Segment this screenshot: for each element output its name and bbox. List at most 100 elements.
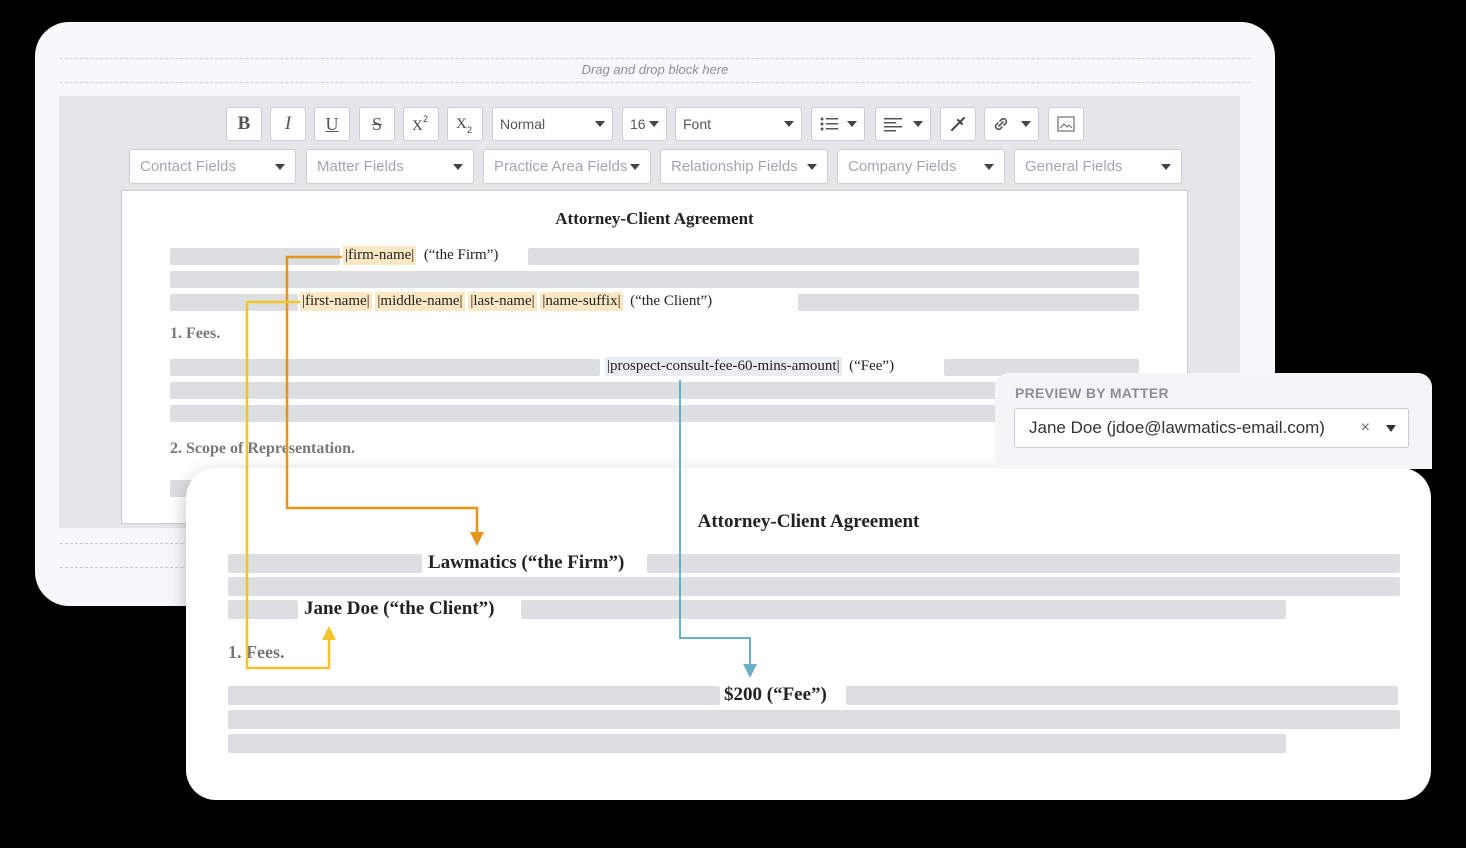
middle-name-token[interactable]: |middle-name| xyxy=(375,292,465,311)
chevron-down-icon xyxy=(649,121,659,127)
clear-icon[interactable]: × xyxy=(1360,419,1370,436)
placeholder-text-line xyxy=(798,294,1139,311)
firm-name-token[interactable]: |firm-name| xyxy=(343,246,417,265)
underline-button[interactable]: U xyxy=(314,107,350,141)
font-family-value: Font xyxy=(683,116,712,132)
chevron-down-icon xyxy=(453,163,463,170)
general-fields-dropdown[interactable]: General Fields xyxy=(1014,149,1182,184)
chevron-down-icon xyxy=(847,121,857,127)
chevron-down-icon xyxy=(784,121,794,127)
placeholder-text-line xyxy=(521,600,1286,619)
placeholder-text-line xyxy=(170,248,340,265)
placeholder-text-line xyxy=(228,554,422,573)
first-name-token[interactable]: |first-name| xyxy=(300,292,372,311)
svg-text:X: X xyxy=(412,118,423,134)
placeholder-text-line xyxy=(170,359,600,376)
preview-client-line: Jane Doe (“the Client”) xyxy=(304,598,495,619)
list-select[interactable] xyxy=(811,107,865,141)
drop-zone-hint: Drag and drop block here xyxy=(581,62,729,77)
placeholder-text-line xyxy=(170,271,1139,288)
paragraph-style-select[interactable]: Normal xyxy=(492,107,613,141)
drop-zone-bottom-border xyxy=(60,82,1250,83)
practice-area-fields-label: Practice Area Fields xyxy=(494,158,628,175)
font-family-select[interactable]: Font xyxy=(675,107,802,141)
placeholder-text-line xyxy=(944,359,1139,376)
font-size-select[interactable]: 16 xyxy=(622,107,667,141)
eyedropper-icon xyxy=(951,117,965,131)
matter-select[interactable]: Jane Doe (jdoe@lawmatics-email.com) × xyxy=(1014,408,1409,448)
preview-section-fees-heading: 1. Fees. xyxy=(228,642,285,662)
chevron-down-icon xyxy=(913,121,923,127)
link-icon xyxy=(994,117,1008,131)
chevron-down-icon xyxy=(630,163,640,170)
matter-fields-label: Matter Fields xyxy=(317,158,404,175)
chevron-down-icon xyxy=(807,163,817,170)
relationship-fields-label: Relationship Fields xyxy=(671,158,798,175)
company-fields-dropdown[interactable]: Company Fields xyxy=(837,149,1005,184)
company-fields-label: Company Fields xyxy=(848,158,957,175)
contact-fields-label: Contact Fields xyxy=(140,158,236,175)
image-icon xyxy=(1057,116,1075,132)
section-fees-heading: 1. Fees. xyxy=(170,325,221,342)
firm-suffix: (“the Firm”) xyxy=(423,247,499,263)
relationship-fields-dropdown[interactable]: Relationship Fields xyxy=(660,149,828,184)
placeholder-text-line xyxy=(170,382,1139,399)
placeholder-text-line xyxy=(170,294,298,311)
italic-button[interactable]: I xyxy=(270,107,306,141)
bold-button[interactable]: B xyxy=(226,107,262,141)
preview-firm-line: Lawmatics (“the Firm”) xyxy=(428,552,625,573)
drop-zone-top-border xyxy=(60,58,1250,59)
client-suffix: (“the Client”) xyxy=(630,293,713,309)
section-scope-heading: 2. Scope of Representation. xyxy=(170,440,356,457)
insert-image-button[interactable] xyxy=(1048,107,1084,141)
chevron-down-icon xyxy=(1021,121,1031,127)
fee-suffix: (“Fee”) xyxy=(849,358,895,374)
matter-fields-dropdown[interactable]: Matter Fields xyxy=(306,149,474,184)
placeholder-text-line xyxy=(528,248,1139,265)
document-title: Attorney-Client Agreement xyxy=(555,209,754,228)
align-left-icon xyxy=(884,118,902,132)
font-size-value: 16 xyxy=(630,116,646,132)
placeholder-text-line xyxy=(846,686,1398,705)
align-select[interactable] xyxy=(875,107,931,141)
contact-fields-dropdown[interactable]: Contact Fields xyxy=(129,149,296,184)
chevron-down-icon xyxy=(984,163,994,170)
preview-title: Attorney-Client Agreement xyxy=(697,511,920,532)
fee-line: |prospect-consult-fee-60-mins-amount| (“… xyxy=(605,357,894,376)
chevron-down-icon[interactable] xyxy=(1386,424,1396,432)
general-fields-label: General Fields xyxy=(1025,158,1123,175)
svg-text:2: 2 xyxy=(467,125,472,134)
strikethrough-button[interactable]: S xyxy=(359,107,395,141)
placeholder-text-line xyxy=(228,577,1400,596)
chevron-down-icon xyxy=(1161,163,1171,170)
name-suffix-token[interactable]: |name-suffix| xyxy=(540,292,623,311)
client-line: |first-name| |middle-name| |last-name| |… xyxy=(300,292,712,311)
preview-fee-line: $200 (“Fee”) xyxy=(724,684,827,705)
placeholder-text-line xyxy=(228,600,298,619)
color-picker-button[interactable] xyxy=(940,107,976,141)
matter-select-value: Jane Doe (jdoe@lawmatics-email.com) xyxy=(1029,418,1325,437)
link-select[interactable] xyxy=(984,107,1039,141)
fee-amount-token[interactable]: |prospect-consult-fee-60-mins-amount| xyxy=(605,357,842,376)
preview-by-matter-panel: PREVIEW BY MATTER Jane Doe (jdoe@lawmati… xyxy=(995,373,1432,469)
placeholder-text-line xyxy=(228,710,1400,729)
practice-area-fields-dropdown[interactable]: Practice Area Fields xyxy=(483,149,651,184)
preview-by-matter-label: PREVIEW BY MATTER xyxy=(1015,385,1169,401)
chevron-down-icon xyxy=(595,121,605,127)
chevron-down-icon xyxy=(275,163,285,170)
svg-text:2: 2 xyxy=(423,114,428,124)
placeholder-text-line xyxy=(228,686,720,705)
firm-line: |firm-name| (“the Firm”) xyxy=(343,246,498,265)
svg-text:X: X xyxy=(456,116,467,132)
placeholder-text-line xyxy=(228,734,1286,753)
placeholder-text-line xyxy=(170,405,1139,422)
preview-card: Attorney-Client Agreement Lawmatics (“th… xyxy=(186,468,1431,800)
bulleted-list-icon xyxy=(820,117,838,131)
last-name-token[interactable]: |last-name| xyxy=(468,292,537,311)
paragraph-style-value: Normal xyxy=(500,116,546,132)
placeholder-text-line xyxy=(647,554,1400,573)
